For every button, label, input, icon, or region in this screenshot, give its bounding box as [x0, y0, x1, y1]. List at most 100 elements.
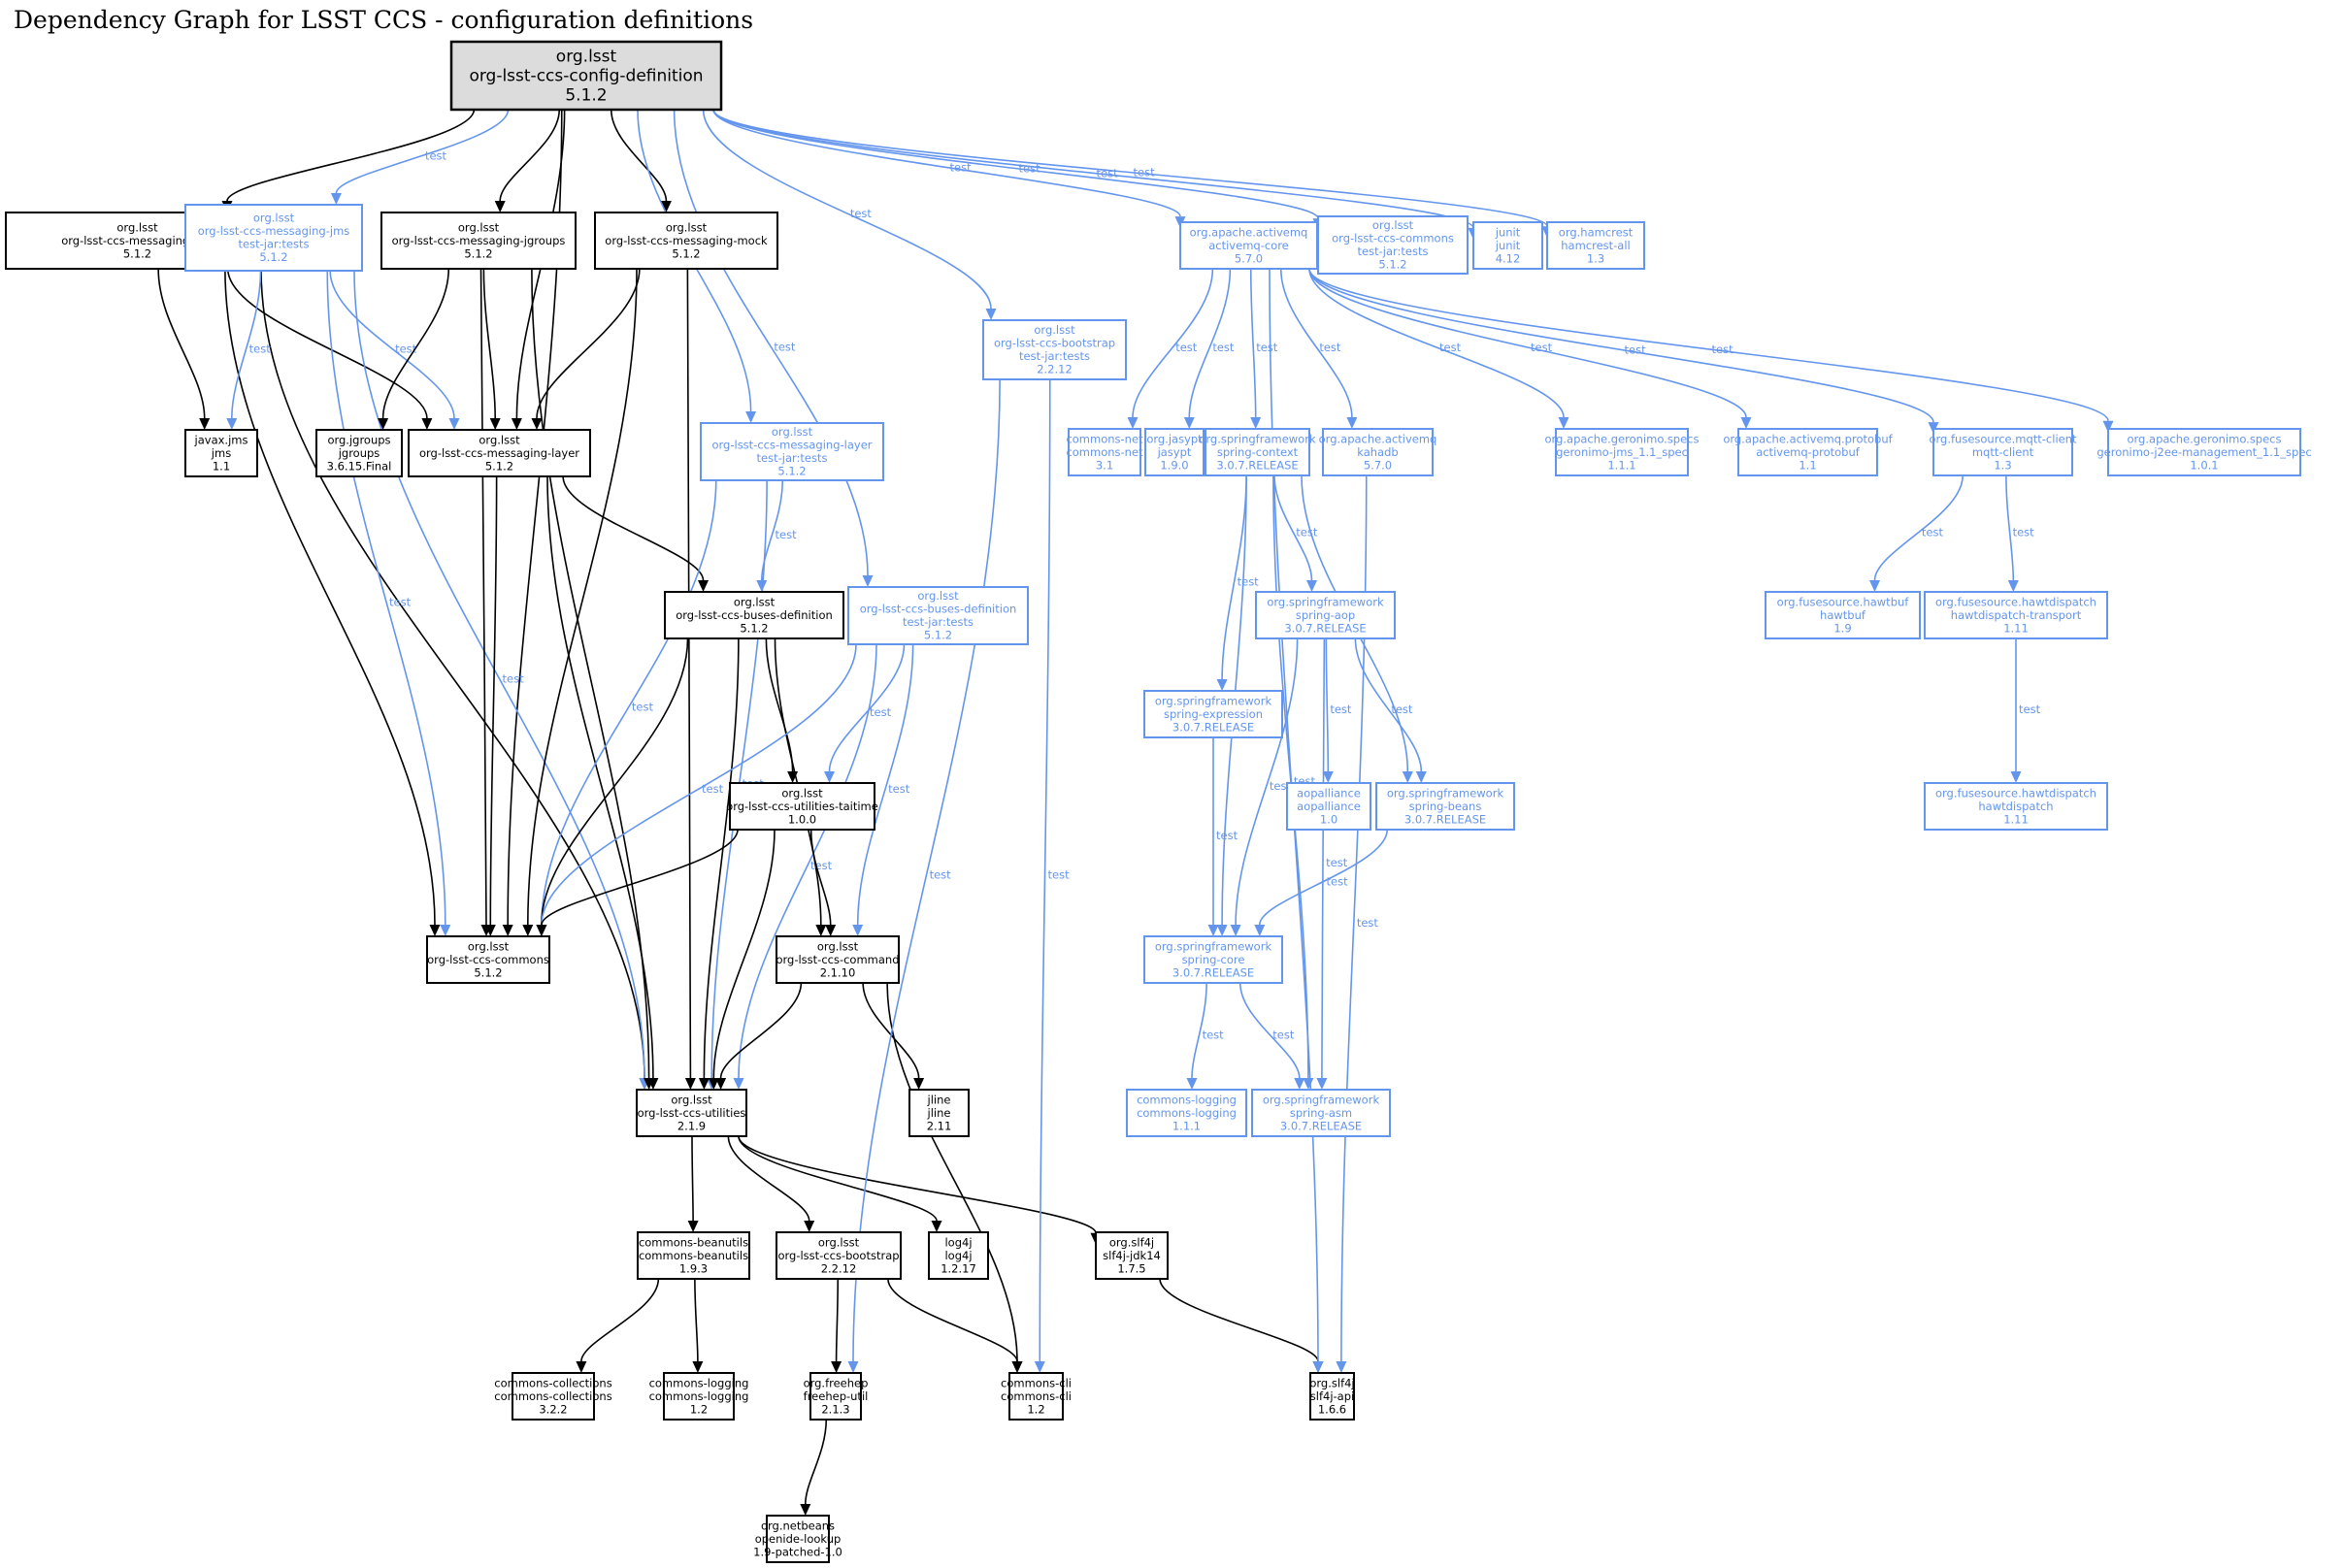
- node-version: 2.1.3: [821, 1402, 849, 1416]
- node-version: 3.6.15.Final: [327, 459, 392, 473]
- node-spring-aop[interactable]: org.springframeworkspring-aop3.0.7.RELEA…: [1255, 591, 1396, 639]
- node-group-id: org.apache.activemq: [1319, 432, 1437, 445]
- node-bootstrap-tests[interactable]: org.lsstorg-lsst-ccs-bootstraptest-jar:t…: [982, 319, 1127, 380]
- node-msg-jms-tests[interactable]: org.lsstorg-lsst-ccs-messaging-jmstest-j…: [184, 204, 363, 272]
- node-msg-layer-tests[interactable]: org.lsstorg-lsst-ccs-messaging-layertest…: [700, 422, 884, 481]
- node-collections[interactable]: commons-collectionscommons-collections3.…: [494, 1372, 612, 1421]
- arrowhead: [2010, 771, 2022, 783]
- node-artifact-id: org-lsst-ccs-config-definition: [469, 67, 703, 86]
- node-box: [729, 782, 875, 831]
- arrowhead: [448, 418, 460, 430]
- arrowhead: [330, 193, 342, 205]
- edge-buses-def-tests-to-commons: [541, 643, 857, 926]
- edge-label: test: [389, 596, 412, 609]
- node-commons-tests[interactable]: org.lsstorg-lsst-ccs-commonstest-jar:tes…: [1317, 215, 1469, 275]
- node-spring-beans[interactable]: org.springframeworkspring-beans3.0.7.REL…: [1375, 782, 1515, 831]
- node-version: 1.0.0: [788, 812, 816, 826]
- arrowhead: [531, 418, 543, 430]
- node-geronimo-j2ee[interactable]: org.apache.geronimo.specsgeronimo-j2ee-m…: [2096, 428, 2312, 476]
- node-version: 1.7.5: [1117, 1261, 1145, 1275]
- node-buses-def[interactable]: org.lsstorg-lsst-ccs-buses-definition5.1…: [664, 591, 844, 639]
- node-msg-jgroups[interactable]: org.lsstorg-lsst-ccs-messaging-jgroups5.…: [380, 212, 577, 270]
- node-spring-asm[interactable]: org.springframeworkspring-asm3.0.7.RELEA…: [1251, 1089, 1391, 1137]
- node-hawtdispatch[interactable]: org.fusesource.hawtdispatchhawtdispatch1…: [1924, 782, 2108, 831]
- node-artifact-id: org-lsst-ccs-utilities-taitime: [726, 800, 878, 813]
- node-artifact-id: junit: [1495, 239, 1521, 252]
- edge-label: test: [1391, 702, 1413, 716]
- edge-label: test: [249, 343, 272, 356]
- node-box: [766, 1515, 830, 1563]
- edge-label: test: [1330, 702, 1352, 716]
- node-spring-core[interactable]: org.springframeworkspring-core3.0.7.RELE…: [1143, 935, 1283, 984]
- node-artifact-id: slf4j-jdk14: [1103, 1249, 1161, 1262]
- node-artifact-id: spring-asm: [1290, 1106, 1352, 1120]
- node-openide[interactable]: org.netbeansopenide-lookup1.9-patched-1.…: [753, 1515, 842, 1563]
- node-spring-expression[interactable]: org.springframeworkspring-expression3.0.…: [1143, 690, 1283, 738]
- edge-label: test: [950, 161, 973, 175]
- node-artifact-id: org-lsst-ccs-buses-definition: [676, 608, 833, 622]
- node-artifact-id: mqtt-client: [1972, 445, 2034, 459]
- node-spring-context[interactable]: org.springframeworkspring-context3.0.7.R…: [1199, 428, 1316, 476]
- node-version: 5.1.2: [565, 86, 607, 106]
- node-box: [809, 1372, 862, 1421]
- node-group-id: org.lsst: [556, 48, 617, 67]
- node-group-id: org.netbeans: [761, 1519, 835, 1532]
- node-buses-def-tests[interactable]: org.lsstorg-lsst-ccs-buses-definitiontes…: [847, 586, 1029, 645]
- edge-label: test: [1097, 166, 1119, 180]
- arrowhead: [502, 925, 513, 936]
- node-artifact-id: org-lsst-ccs-messaging-jgroups: [392, 234, 566, 247]
- edge-msg-mock-to-utilities: [686, 268, 692, 1079]
- arrowhead: [1294, 1078, 1305, 1090]
- node-group-id: commons-logging: [1137, 1093, 1237, 1106]
- node-protobuf[interactable]: org.apache.activemq.protobufactivemq-pro…: [1723, 428, 1894, 476]
- edge-label: test: [1175, 341, 1198, 354]
- node-msg-layer[interactable]: org.lsstorg-lsst-ccs-messaging-layer5.1.…: [408, 429, 591, 477]
- node-artifact-id: spring-aop: [1296, 608, 1355, 622]
- node-taitime[interactable]: org.lsstorg-lsst-ccs-utilities-taitime1.…: [726, 782, 878, 831]
- node-version: 1.1: [1799, 458, 1816, 472]
- node-version: 3.0.7.RELEASE: [1172, 965, 1254, 979]
- node-hawtdispatch-transport[interactable]: org.fusesource.hawtdispatchhawtdispatch-…: [1924, 591, 2108, 639]
- node-geronimo-jms[interactable]: org.apache.geronimo.specsgeronimo-jms_1.…: [1545, 428, 1700, 476]
- node-box: [847, 586, 1029, 645]
- arrowhead: [440, 925, 451, 936]
- node-version: 1.2: [690, 1402, 708, 1416]
- node-box: [426, 935, 550, 984]
- arrowhead: [715, 1078, 727, 1090]
- arrowhead: [831, 1361, 842, 1373]
- node-box: [1008, 1372, 1064, 1421]
- node-artifact-id: org-lsst-ccs-command: [776, 953, 899, 966]
- node-box: [449, 40, 723, 112]
- arrowhead: [494, 201, 506, 212]
- arrowhead: [931, 1221, 942, 1232]
- node-artifact-id: freehep-util: [804, 1389, 869, 1403]
- node-group-id: javax.jms: [194, 433, 248, 446]
- node-root[interactable]: org.lsstorg-lsst-ccs-config-definition5.…: [449, 40, 723, 112]
- node-group-id: commons-cli: [1001, 1376, 1072, 1389]
